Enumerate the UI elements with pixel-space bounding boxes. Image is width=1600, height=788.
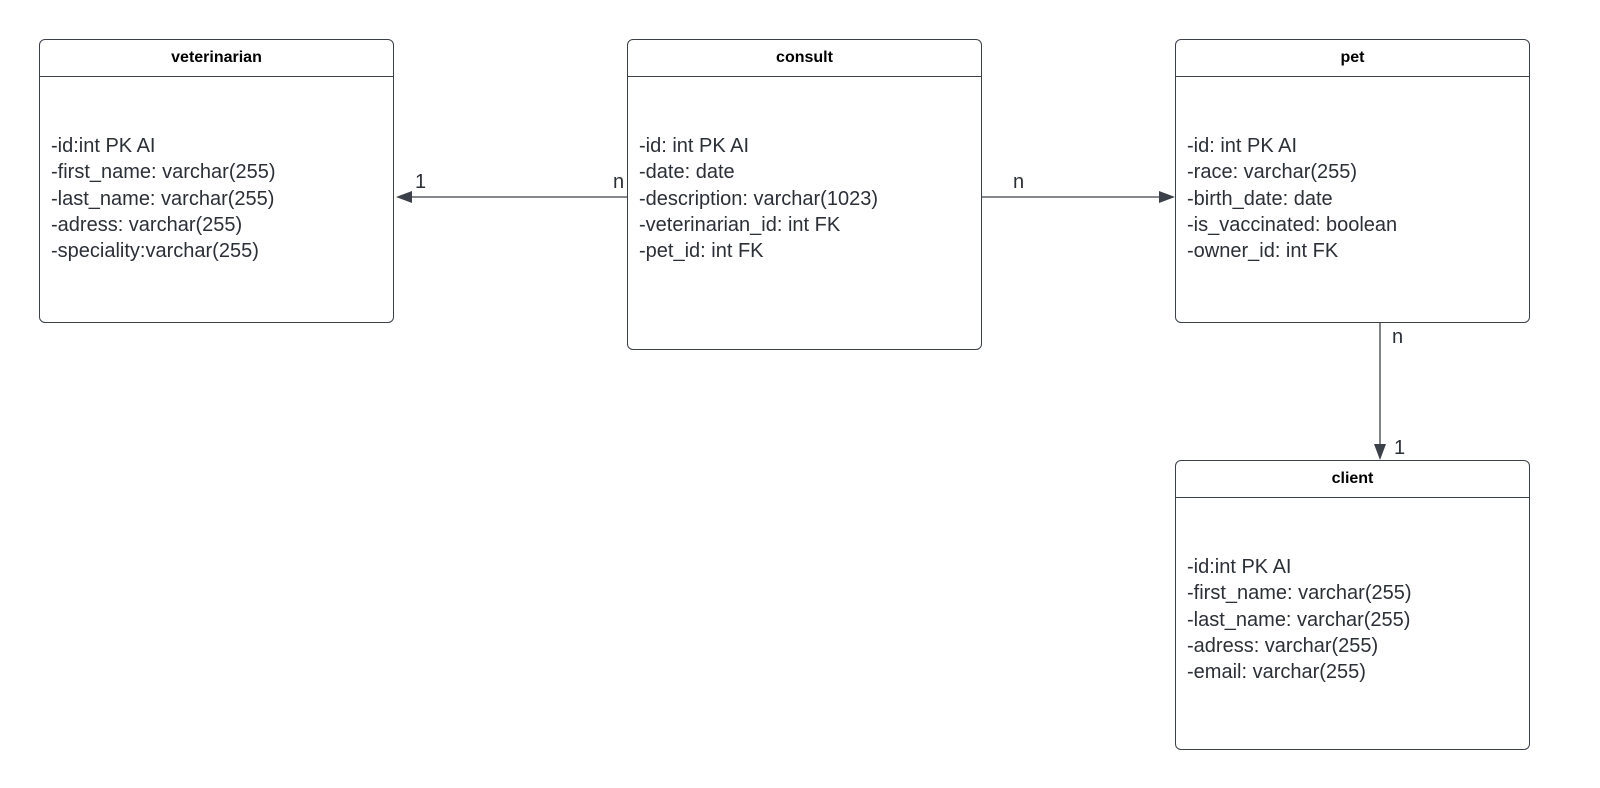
entity-title: pet [1176,40,1529,77]
attribute: -id:int PK AI [51,135,156,157]
cardinality-pet-side-client: n [1392,326,1404,348]
attribute: -description: varchar(1023) [639,187,878,210]
attribute: -adress: varchar(255) [51,213,243,236]
entity-title: consult [628,40,981,77]
attribute: -first_name: varchar(255) [51,161,276,184]
entity-attributes: -id: int PK AI -date: date -description:… [628,77,981,264]
attribute: -is_vaccinated: boolean [1187,213,1398,236]
relationship-consult-veterinarian [396,191,627,203]
arrowhead-right-icon [1159,191,1175,203]
attribute: -id: int PK AI [1187,135,1298,157]
attribute: -date: date [639,161,735,184]
attribute: -pet_id: int FK [639,240,764,263]
entity-consult[interactable]: consult -id: int PK AI -date: date -desc… [627,39,982,350]
cardinality-veterinarian-side: 1 [415,171,427,193]
entity-attributes: -id:int PK AI -first_name: varchar(255) … [1176,498,1529,685]
attribute: -email: varchar(255) [1187,661,1366,684]
relationship-pet-client [1374,323,1386,460]
attribute: -last_name: varchar(255) [51,187,275,210]
cardinality-client-side: 1 [1394,437,1406,459]
entity-attributes: -id: int PK AI -race: varchar(255) -birt… [1176,77,1529,264]
entity-attributes: -id:int PK AI -first_name: varchar(255) … [40,77,393,264]
arrowhead-left-icon [396,191,412,203]
entity-title: client [1176,461,1529,498]
cardinality-consult-side-pet: n [1013,171,1025,193]
attribute: -speciality:varchar(255) [51,240,259,263]
attribute: -race: varchar(255) [1187,161,1358,184]
entity-client[interactable]: client -id:int PK AI -first_name: varcha… [1175,460,1530,750]
cardinality-consult-side-veterinarian: n [613,171,625,193]
attribute: -birth_date: date [1187,187,1333,210]
attribute: -id: int PK AI [639,135,750,157]
entity-veterinarian[interactable]: veterinarian -id:int PK AI -first_name: … [39,39,394,323]
attribute: -id:int PK AI [1187,556,1292,578]
attribute: -owner_id: int FK [1187,240,1339,263]
attribute: -adress: varchar(255) [1187,634,1379,657]
arrowhead-down-icon [1374,444,1386,460]
attribute: -first_name: varchar(255) [1187,582,1412,605]
attribute: -last_name: varchar(255) [1187,608,1411,631]
entity-title: veterinarian [40,40,393,77]
relationship-consult-pet [982,191,1175,203]
entity-pet[interactable]: pet -id: int PK AI -race: varchar(255) -… [1175,39,1530,323]
attribute: -veterinarian_id: int FK [639,213,841,236]
